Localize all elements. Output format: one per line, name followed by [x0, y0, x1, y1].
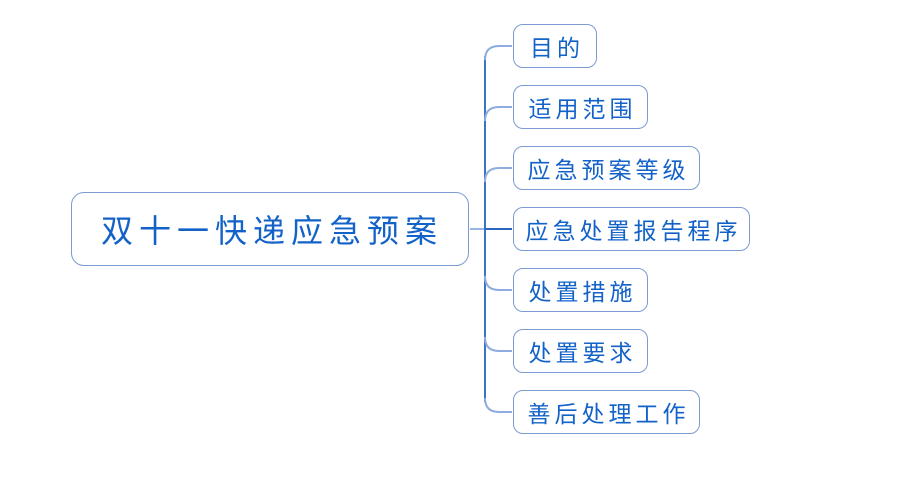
topic-node-measures[interactable]: 处置措施 [513, 268, 648, 312]
topic-node-label: 处置要求 [528, 341, 637, 366]
branch-curve-5 [484, 275, 512, 291]
branch-curve-6 [484, 336, 512, 352]
topic-node-aftermath[interactable]: 善后处理工作 [513, 390, 700, 434]
branch-curve-2 [484, 106, 512, 122]
root-node-label: 双十一快递应急预案 [100, 213, 443, 249]
branch-curve-7 [484, 397, 512, 413]
topic-node-plan-levels[interactable]: 应急预案等级 [513, 146, 700, 190]
topic-node-label: 适用范围 [528, 97, 637, 122]
topic-node-label: 应急预案等级 [527, 158, 690, 183]
topic-node-requirements[interactable]: 处置要求 [513, 329, 648, 373]
topic-node-report-procedure[interactable]: 应急处置报告程序 [513, 207, 750, 251]
branch-curve-3 [484, 167, 512, 183]
topic-node-label: 目的 [530, 36, 584, 61]
topic-node-label: 应急处置报告程序 [525, 219, 742, 244]
topic-node-purpose[interactable]: 目的 [513, 24, 597, 68]
root-node[interactable]: 双十一快递应急预案 [71, 192, 469, 266]
topic-node-label: 处置措施 [528, 280, 637, 305]
branch-curve-1 [484, 45, 512, 61]
topic-node-label: 善后处理工作 [527, 402, 690, 427]
topic-node-scope[interactable]: 适用范围 [513, 85, 648, 129]
